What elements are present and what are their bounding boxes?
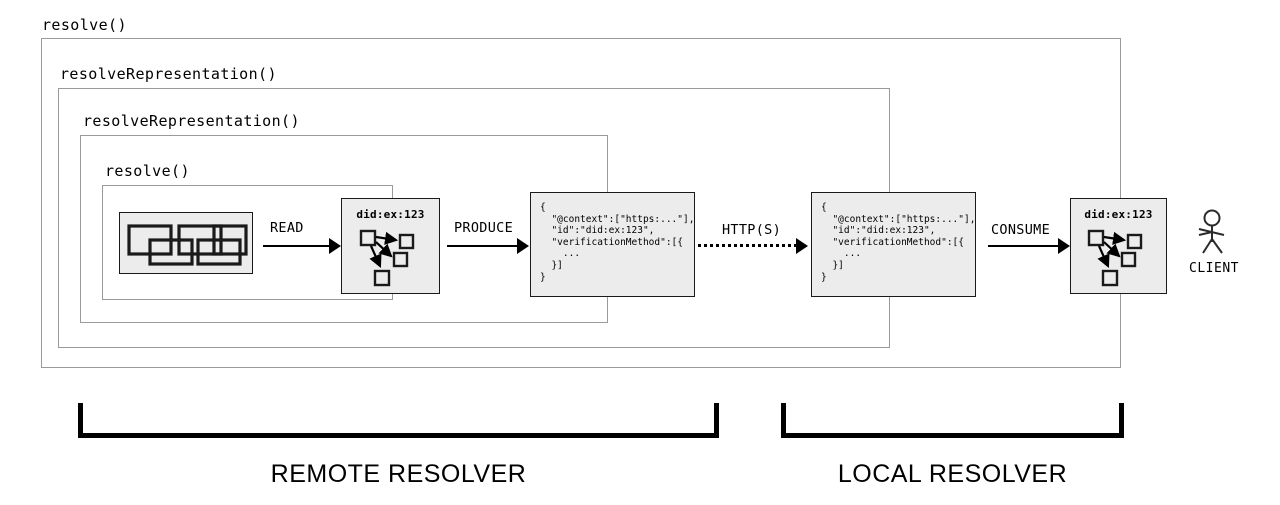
did-identifier-local: did:ex:123 <box>1084 208 1153 221</box>
blockchain-icon <box>127 224 248 266</box>
arrow-https <box>698 236 810 256</box>
arrow-label-https: HTTP(S) <box>722 222 781 238</box>
did-identifier-remote: did:ex:123 <box>356 208 425 221</box>
did-graph-icon-local <box>1087 229 1143 287</box>
did-document-json-local: { "@context":["https:..."], "id":"did:ex… <box>811 192 976 297</box>
bracket-local-resolver <box>781 403 1124 438</box>
did-graph-icon-remote <box>359 229 415 287</box>
group-label-local-resolver: LOCAL RESOLVER <box>837 460 1068 488</box>
person-icon <box>1198 209 1225 254</box>
client-actor-label: CLIENT <box>1189 261 1239 276</box>
arrow-produce <box>447 236 529 256</box>
arrow-consume <box>988 236 1070 256</box>
did-document-node-local: did:ex:123 <box>1070 198 1167 294</box>
arrow-label-read: READ <box>270 220 304 236</box>
did-document-node-remote: did:ex:123 <box>341 198 440 294</box>
arrow-read <box>263 236 341 256</box>
client-actor-figure <box>1190 209 1238 257</box>
arrow-label-produce: PRODUCE <box>454 220 513 236</box>
scope-label-resolve-inner: resolve() <box>105 162 190 180</box>
did-document-json-remote: { "@context":["https:..."], "id":"did:ex… <box>530 192 695 297</box>
scope-label-resolverepresentation-inner: resolveRepresentation() <box>83 112 300 130</box>
bracket-remote-resolver <box>78 403 719 438</box>
blockchain-ledger-node <box>119 212 253 274</box>
scope-label-resolverepresentation-outer: resolveRepresentation() <box>60 65 277 83</box>
arrow-label-consume: CONSUME <box>991 222 1050 238</box>
scope-label-resolve-outer: resolve() <box>42 16 127 34</box>
group-label-remote-resolver: REMOTE RESOLVER <box>270 460 527 488</box>
